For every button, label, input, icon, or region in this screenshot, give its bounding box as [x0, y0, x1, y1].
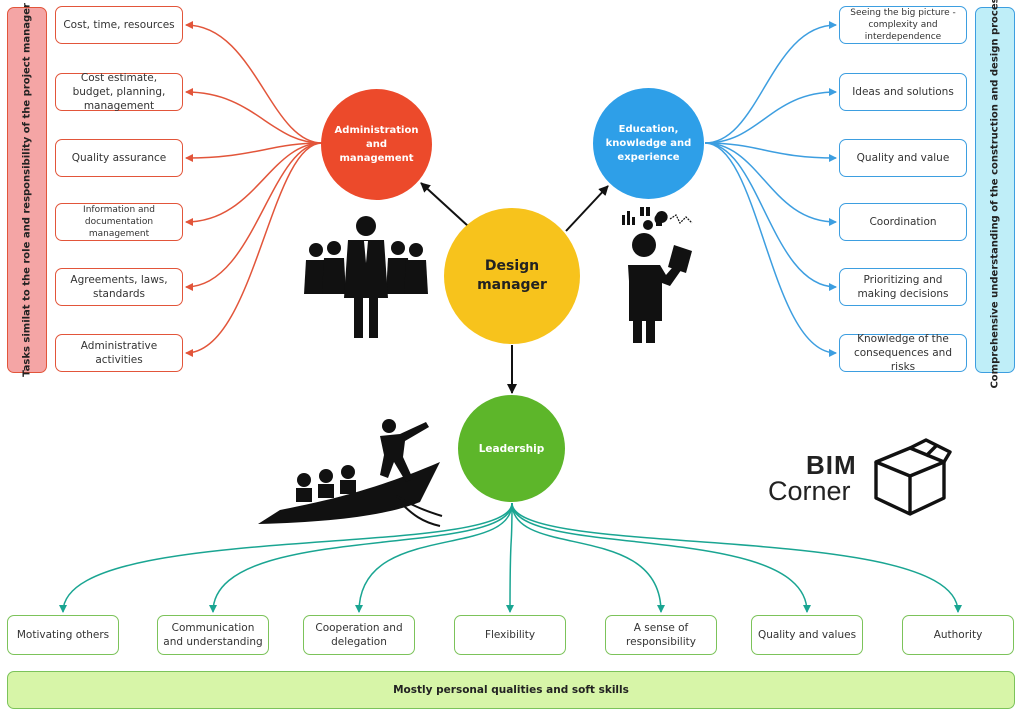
logo-corner-text: Corner — [768, 476, 851, 506]
logo-bim-text: BIM — [806, 450, 857, 480]
leadership-connector — [511, 502, 962, 613]
admin-node: Administration and management — [321, 89, 432, 200]
leadership-connector — [506, 502, 515, 613]
admin-item: Cost estimate, budget, planning, managem… — [55, 72, 183, 112]
admin-item: Administrative activities — [55, 334, 183, 372]
leadership-node: Leadership — [458, 395, 565, 502]
education-item: Coordination — [839, 203, 967, 241]
admin-connector — [185, 142, 323, 291]
education-connector — [704, 142, 837, 162]
admin-connectors — [185, 21, 323, 357]
admin-item: Agreements, laws, standards — [55, 268, 183, 306]
leadership-connector — [209, 502, 513, 613]
admin-connector — [185, 142, 323, 226]
leadership-item: Quality and values — [751, 615, 863, 655]
admin-item: Information and documentation management — [55, 203, 183, 241]
admin-connector — [185, 142, 323, 162]
leadership-item: Motivating others — [7, 615, 119, 655]
admin-connector — [185, 142, 323, 357]
education-item: Ideas and solutions — [839, 73, 967, 111]
open-box-logo-icon — [874, 438, 952, 516]
education-connectors — [704, 21, 837, 357]
right-banner-text: Comprehensive understanding of the const… — [989, 0, 1001, 389]
right-banner: Comprehensive understanding of the const… — [975, 0, 1015, 389]
thinking-person-icon — [622, 207, 693, 343]
education-connector — [704, 142, 837, 291]
bottom-banner-text: Mostly personal qualities and soft skill… — [393, 684, 629, 696]
education-node: Education, knowledge and experience — [593, 88, 704, 199]
leadership-connector — [59, 502, 513, 613]
leadership-item: Authority — [902, 615, 1014, 655]
leadership-connector — [355, 502, 513, 613]
left-banner: Tasks similat to the role and responsibi… — [7, 3, 47, 377]
arrow-to-education — [565, 185, 609, 232]
education-item: Knowledge of the consequences and risks — [839, 333, 967, 373]
education-item: Quality and value — [839, 139, 967, 177]
arrow-to-admin — [420, 182, 469, 227]
admin-connector — [185, 88, 323, 144]
leadership-connector — [511, 502, 665, 613]
boat-leader-icon — [258, 419, 443, 527]
leadership-connector — [511, 502, 811, 613]
left-banner-text: Tasks similat to the role and responsibi… — [21, 3, 33, 377]
leadership-item: Flexibility — [454, 615, 566, 655]
education-item: Seeing the big picture - complexity and … — [839, 6, 967, 44]
design-manager-node: Design manager — [444, 208, 580, 344]
admin-item: Cost, time, resources — [55, 6, 183, 44]
leadership-item: A sense of responsibility — [605, 615, 717, 655]
leadership-item: Cooperation and delegation — [303, 615, 415, 655]
leadership-connectors — [59, 502, 962, 613]
education-item: Prioritizing and making decisions — [839, 268, 967, 306]
admin-connector — [185, 21, 323, 144]
education-connector — [704, 21, 837, 144]
education-connector — [704, 142, 837, 357]
business-team-icon — [304, 216, 428, 338]
bottom-banner: Mostly personal qualities and soft skill… — [7, 671, 1015, 709]
education-connector — [704, 142, 837, 226]
leadership-item: Communication and understanding — [157, 615, 269, 655]
admin-item: Quality assurance — [55, 139, 183, 177]
education-connector — [704, 88, 837, 144]
